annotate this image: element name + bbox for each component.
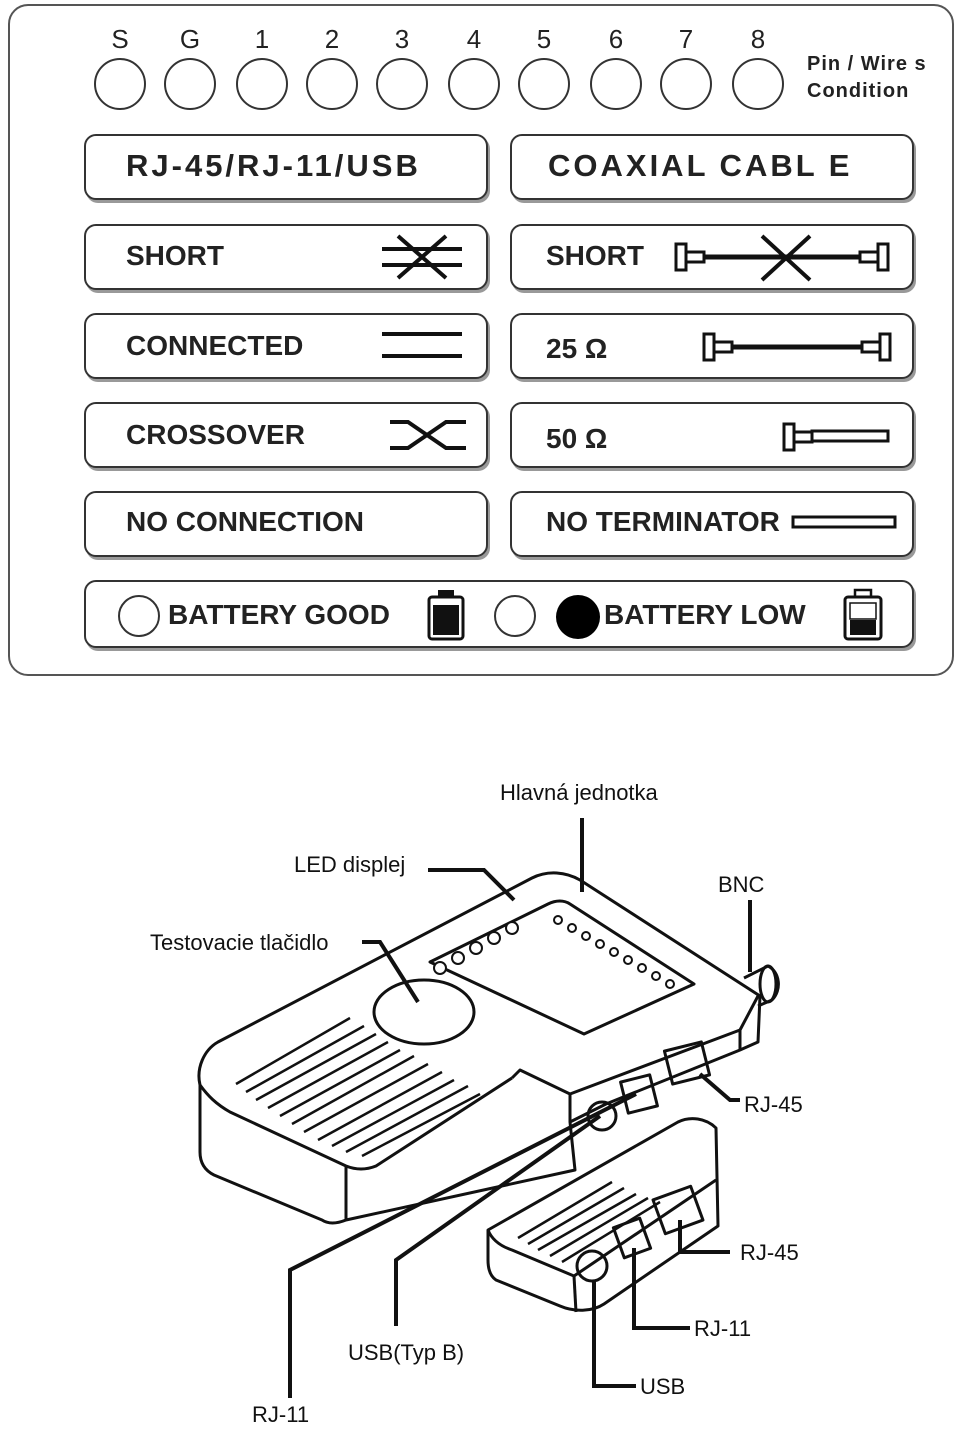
pin-led <box>637 963 647 973</box>
status-led <box>469 941 483 955</box>
test-button <box>372 978 476 1046</box>
row-box-crossover <box>84 402 488 468</box>
device-diagram <box>197 818 780 1398</box>
pin-led <box>376 58 428 110</box>
callout-usb-type-b <box>394 1114 602 1326</box>
row-label-no-connection: NO CONNECTION <box>126 506 364 537</box>
main-rj45-port <box>662 1040 712 1086</box>
remote-usb-port <box>575 1249 609 1283</box>
row-label-short: SHORT <box>126 240 224 271</box>
pin-label: 8 <box>750 24 766 54</box>
condition-label-line1: Pin / Wire s <box>807 53 927 75</box>
pin-label: 6 <box>608 24 624 54</box>
label-rj11-remote: RJ-11 <box>694 1316 752 1341</box>
crossover-symbol-icon <box>390 420 466 450</box>
pin-led <box>567 923 577 933</box>
short-symbol-icon <box>382 234 462 280</box>
coax-50-symbol-icon <box>782 422 890 452</box>
coax-25-symbol-icon <box>702 332 892 362</box>
left-header-box <box>84 134 488 200</box>
main-usb-port <box>586 1100 618 1132</box>
pin-label: 5 <box>536 24 552 54</box>
label-usb-type-b: USB(Typ B) <box>348 1340 465 1365</box>
battery-good-led <box>118 595 160 637</box>
pin-label: 2 <box>324 24 340 54</box>
pin-led <box>553 915 563 925</box>
row-label-coax-short: SHORT <box>546 240 644 271</box>
row-label-no-terminator: NO TERMINATOR <box>546 506 780 537</box>
label-led-display: LED displej <box>294 852 406 877</box>
label-bnc: BNC <box>718 872 765 897</box>
pin-led <box>609 947 619 957</box>
label-test-button: Testovacie tlačidlo <box>150 930 329 955</box>
callout-rj11-remote <box>632 1248 690 1330</box>
led-display-panel <box>428 899 696 1036</box>
pin-label: 1 <box>254 24 270 54</box>
pin-led <box>306 58 358 110</box>
pin-label: 7 <box>678 24 694 54</box>
label-rj45-main: RJ-45 <box>744 1092 803 1117</box>
pin-label: G <box>179 24 201 54</box>
battery-low-led <box>556 595 600 639</box>
pin-led <box>518 58 570 110</box>
callout-rj11-main <box>288 1092 637 1398</box>
row-box-no-connection <box>84 491 488 557</box>
main-rj11-port <box>619 1073 659 1115</box>
pin-led <box>448 58 500 110</box>
coax-short-symbol-icon <box>674 234 890 282</box>
pin-label: S <box>111 24 129 54</box>
connected-symbol-icon <box>382 332 462 358</box>
status-led <box>433 961 447 975</box>
callout-rj45-remote <box>678 1220 730 1254</box>
status-led <box>505 921 519 935</box>
label-rj45-remote: RJ-45 <box>740 1240 799 1265</box>
battery-good-label: BATTERY GOOD <box>168 599 390 630</box>
remote-unit-body <box>486 1117 720 1312</box>
row-label-connected: CONNECTED <box>126 330 304 361</box>
remote-rj45-port <box>651 1184 705 1236</box>
callout-rj45-main <box>698 1072 740 1102</box>
battery-low-label: BATTERY LOW <box>604 599 806 630</box>
pin-led <box>623 955 633 965</box>
callout-test-button <box>362 940 420 1004</box>
pin-led <box>665 979 675 989</box>
pin-label: 4 <box>466 24 482 54</box>
row-label-coax-50: 50 Ω <box>546 423 608 454</box>
pin-led <box>94 58 146 110</box>
callout-usb-remote <box>592 1280 636 1388</box>
row-label-coax-25: 25 Ω <box>546 333 608 364</box>
pin-led <box>164 58 216 110</box>
condition-label-line2: Condition <box>807 80 910 102</box>
pin-led <box>660 58 712 110</box>
pin-led <box>651 971 661 981</box>
pin-led <box>590 58 642 110</box>
row-box-connected <box>84 313 488 379</box>
right-header: COAXIAL CABL E <box>548 148 853 183</box>
pin-led <box>595 939 605 949</box>
status-led <box>451 951 465 965</box>
right-header-box <box>510 134 914 200</box>
battery-full-icon <box>427 590 465 641</box>
status-led <box>487 931 501 945</box>
pin-led <box>581 931 591 941</box>
label-usb-remote: USB <box>640 1374 686 1399</box>
row-label-crossover: CROSSOVER <box>126 419 305 450</box>
callout-led-display <box>428 868 516 902</box>
battery-led-off <box>494 595 536 637</box>
label-main-unit: Hlavná jednotka <box>500 780 658 805</box>
left-header: RJ-45/RJ-11/USB <box>126 148 421 183</box>
pin-label: 3 <box>394 24 410 54</box>
no-terminator-symbol-icon <box>791 515 897 529</box>
label-rj11-main: RJ-11 <box>252 1402 310 1427</box>
pin-led <box>732 58 784 110</box>
battery-low-icon <box>843 588 883 641</box>
pin-led <box>236 58 288 110</box>
